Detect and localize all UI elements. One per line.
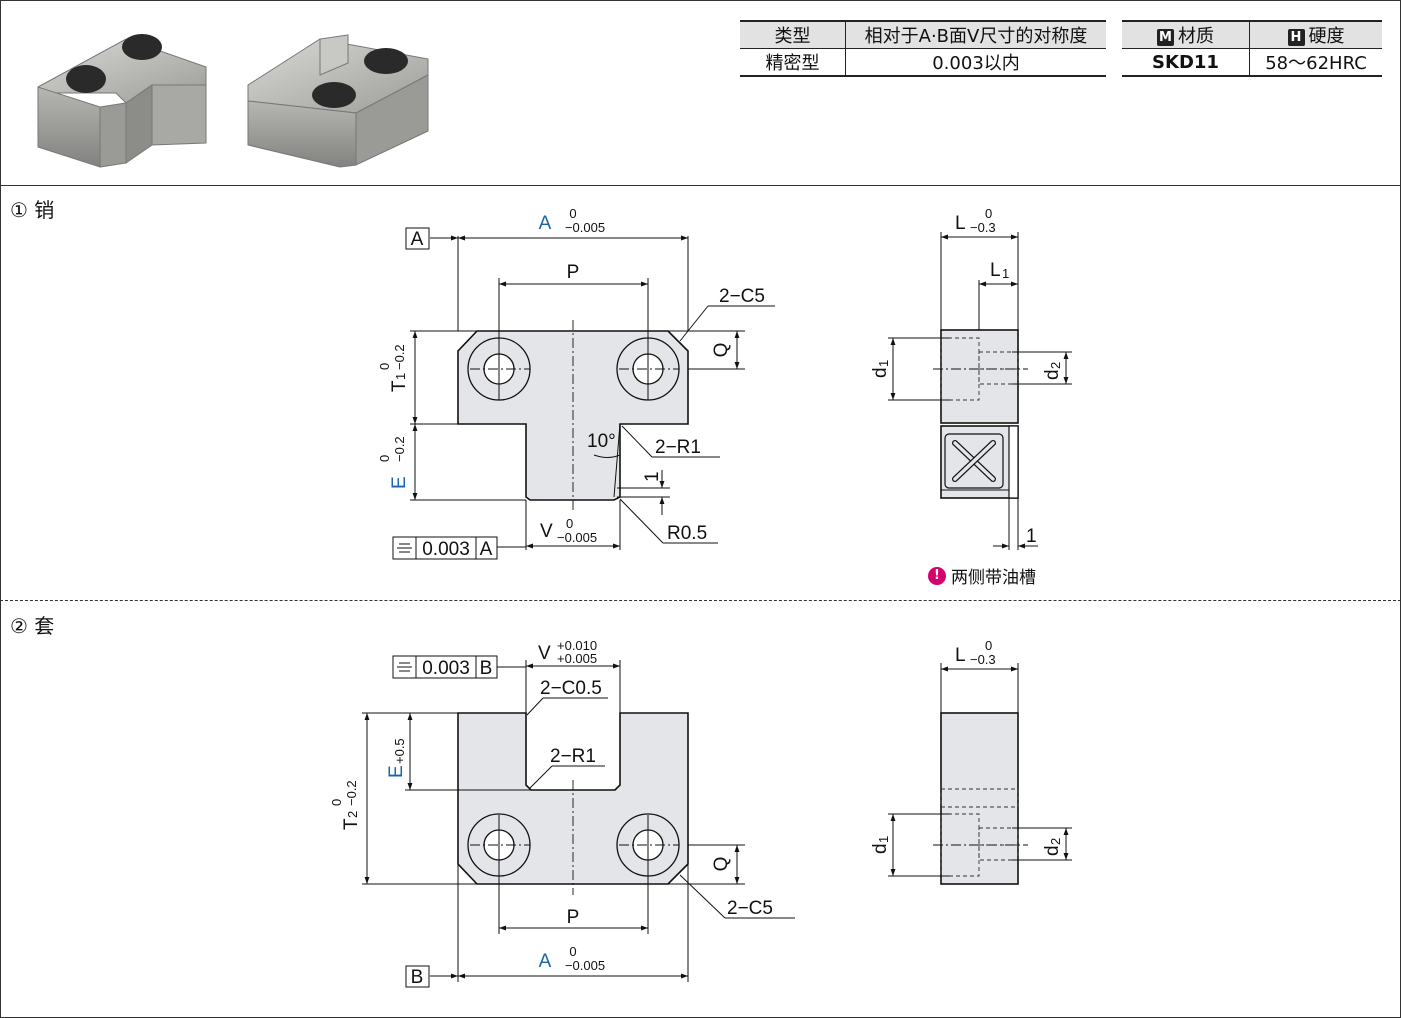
svg-text:0: 0: [985, 206, 992, 221]
svg-text:1: 1: [642, 471, 663, 482]
pin-side-lower: [940, 425, 1019, 499]
svg-text:2: 2: [1048, 362, 1063, 369]
sleeve-p-dim: P: [567, 907, 580, 928]
svg-text:0: 0: [566, 516, 573, 531]
pin-d2-dim: d: [1042, 369, 1063, 380]
svg-text:1: 1: [1002, 266, 1009, 281]
pin-v-dim: V: [540, 521, 553, 542]
header-divider: [0, 185, 1401, 186]
pin-p-dim: P: [567, 262, 580, 283]
svg-text:A: A: [480, 539, 493, 560]
svg-text:−0.3: −0.3: [970, 652, 996, 667]
hardness-value: 58～62HRC: [1249, 48, 1382, 77]
svg-text:0: 0: [569, 944, 576, 959]
pin-angle-label: 10°: [587, 431, 616, 452]
section-title-sleeve: ② 套: [10, 614, 55, 638]
svg-text:0.003: 0.003: [422, 658, 470, 679]
pin-side-upper: [940, 329, 1019, 424]
pin-d1-dim: d: [870, 367, 891, 378]
sleeve-q-dim: Q: [711, 857, 732, 872]
sleeve-d1-dim: d: [870, 843, 891, 854]
svg-text:−0.2: −0.2: [344, 780, 359, 806]
section-title-pin: ① 销: [10, 198, 55, 222]
alert-icon: !: [928, 566, 946, 585]
material-badge-icon: M: [1157, 29, 1174, 46]
symmetry-header: 相对于A·B面V尺寸的对称度: [845, 20, 1106, 49]
pin-e-dim: E: [389, 476, 410, 489]
svg-text:1: 1: [876, 360, 891, 367]
svg-text:1: 1: [1026, 526, 1037, 547]
pin-chamfer-label: 2−C5: [719, 286, 765, 307]
svg-text:B: B: [480, 658, 493, 679]
sleeve-photo: [247, 34, 429, 168]
svg-text:2: 2: [1048, 838, 1063, 845]
sleeve-symmetry-frame: 0.003 B: [392, 655, 526, 679]
svg-text:1: 1: [393, 373, 408, 380]
svg-text:0.003: 0.003: [422, 539, 470, 560]
pin-l-dim: L: [955, 213, 966, 234]
sleeve-d2-dim: d: [1042, 845, 1063, 856]
sleeve-side-view: L 0 −0.3 d 1 d 2: [870, 638, 1072, 885]
pin-t1-dim: T: [389, 380, 410, 392]
pin-symmetry-frame: 0.003 A: [392, 536, 526, 560]
hardness-badge-icon: H: [1287, 29, 1305, 46]
type-value: 精密型: [740, 48, 846, 77]
svg-text:1: 1: [876, 836, 891, 843]
svg-text:+0.005: +0.005: [557, 651, 597, 666]
oil-groove-note: ! 两侧带油槽: [928, 563, 1036, 588]
svg-text:+0.010: +0.010: [557, 638, 597, 653]
sleeve-chamfer-label: 2−C5: [727, 898, 773, 919]
svg-text:−0.005: −0.005: [565, 220, 605, 235]
datum-b-label: B: [411, 967, 424, 988]
svg-text:0: 0: [377, 363, 392, 370]
svg-text:−0.2: −0.2: [392, 436, 407, 462]
pin-r05-label: R0.5: [667, 523, 707, 544]
svg-text:−0.3: −0.3: [970, 220, 996, 235]
pin-side-view: L 0 −0.3 L 1 d 1 d 2 1: [870, 206, 1072, 550]
sleeve-a-dim: A: [539, 951, 552, 972]
type-table: 类型 相对于A·B面V尺寸的对称度 精密型 0.003以内: [740, 20, 1106, 77]
product-photo: [37, 34, 429, 168]
svg-text:−0.005: −0.005: [565, 958, 605, 973]
pin-l1-dim: L: [990, 260, 1001, 281]
type-header: 类型: [740, 20, 846, 49]
svg-text:0: 0: [569, 206, 576, 221]
svg-text:−0.005: −0.005: [557, 530, 597, 545]
svg-text:0: 0: [985, 638, 992, 653]
svg-text:0: 0: [377, 455, 392, 462]
sleeve-l-dim: L: [955, 645, 966, 666]
svg-text:0: 0: [329, 799, 344, 806]
section-divider: [0, 600, 1401, 601]
sleeve-e-dim: E: [386, 765, 407, 778]
pin-a-dim: A: [539, 213, 552, 234]
symmetry-value: 0.003以内: [845, 48, 1106, 77]
sleeve-front-view: 0.003 B V +0.010 +0.005 2−C0.5 2−R1 T 2 …: [329, 638, 795, 988]
sleeve-fillet-label: 2−R1: [550, 746, 596, 767]
material-value: SKD11: [1122, 48, 1250, 77]
svg-text:+0.5: +0.5: [392, 738, 407, 764]
pin-photo: [37, 34, 207, 168]
oil-groove-cross-icon: [944, 433, 1004, 489]
sleeve-side-body: [940, 712, 1019, 885]
sleeve-t2-dim: T: [341, 818, 362, 830]
sleeve-chamfer-small-label: 2−C0.5: [540, 678, 602, 699]
svg-text:−0.2: −0.2: [392, 344, 407, 370]
pin-front-view: A A 0 −0.005 P 2−C5 Q T 1 0 −0.2 E 0 −0.…: [377, 206, 775, 560]
pin-q-dim: Q: [711, 343, 732, 358]
sleeve-v-dim: V: [538, 643, 551, 664]
svg-text:2: 2: [345, 811, 360, 818]
datum-a-label: A: [411, 229, 424, 250]
pin-fillet-label: 2−R1: [655, 437, 701, 458]
